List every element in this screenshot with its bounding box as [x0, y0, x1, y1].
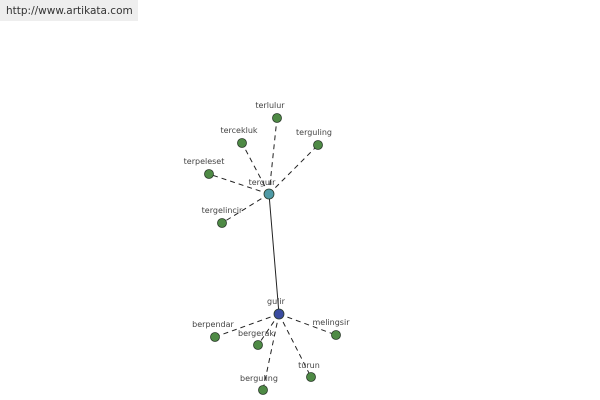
- node-terguling_hub[interactable]: [263, 188, 275, 200]
- node-label-terguling: terguling: [296, 128, 332, 137]
- edge-terguling_hub-gulir: [268, 193, 280, 315]
- edge-gulir-berpendar: [214, 313, 280, 338]
- node-label-terguling_hub: terguir: [249, 178, 277, 187]
- node-label-berguling: berguling: [240, 374, 278, 383]
- url-banner: http://www.artikata.com: [0, 0, 138, 21]
- node-label-melingsir: melingsir: [313, 318, 351, 327]
- edge-terguling_hub-terpeleset: [208, 173, 270, 195]
- node-bergerak[interactable]: [253, 340, 263, 350]
- edge-gulir-turun: [278, 313, 312, 378]
- node-tercekluk[interactable]: [237, 138, 247, 148]
- node-turun[interactable]: [306, 372, 316, 382]
- labels-layer: terguir gulir terlulur tercekluk terguling te…: [184, 101, 351, 383]
- edge-gulir-berguling: [262, 313, 280, 391]
- node-gulir[interactable]: [273, 308, 285, 320]
- edge-gulir-bergerak: [257, 313, 280, 346]
- node-label-berpendar: berpendar: [192, 320, 234, 329]
- node-berguling[interactable]: [258, 385, 268, 395]
- edge-terguling_hub-terlulur: [268, 117, 278, 195]
- edge-terguling_hub-terguling: [268, 144, 319, 195]
- node-tergelincir[interactable]: [217, 218, 227, 228]
- url-text[interactable]: http://www.artikata.com: [6, 5, 133, 17]
- edge-terguling_hub-tercekluk: [241, 142, 270, 195]
- node-label-gulir: gulir: [267, 297, 286, 306]
- node-label-bergerak: bergerak: [238, 329, 274, 338]
- node-melingsir[interactable]: [331, 330, 341, 340]
- nodes-layer: [204, 113, 341, 395]
- node-label-terpeleset: terpeleset: [184, 157, 225, 166]
- node-label-turun: turun: [298, 361, 320, 370]
- node-label-tercekluk: tercekluk: [220, 126, 257, 135]
- node-terguling[interactable]: [313, 140, 323, 150]
- node-terlulur[interactable]: [272, 113, 282, 123]
- node-label-tergelincir: tergelincir: [202, 206, 243, 215]
- node-berpendar[interactable]: [210, 332, 220, 342]
- edge-gulir-melingsir: [278, 313, 337, 336]
- edge-terguling_hub-tergelincir: [221, 193, 270, 224]
- edges-layer: [208, 117, 337, 391]
- node-label-terlulur: terlulur: [255, 101, 285, 110]
- node-terpeleset[interactable]: [204, 169, 214, 179]
